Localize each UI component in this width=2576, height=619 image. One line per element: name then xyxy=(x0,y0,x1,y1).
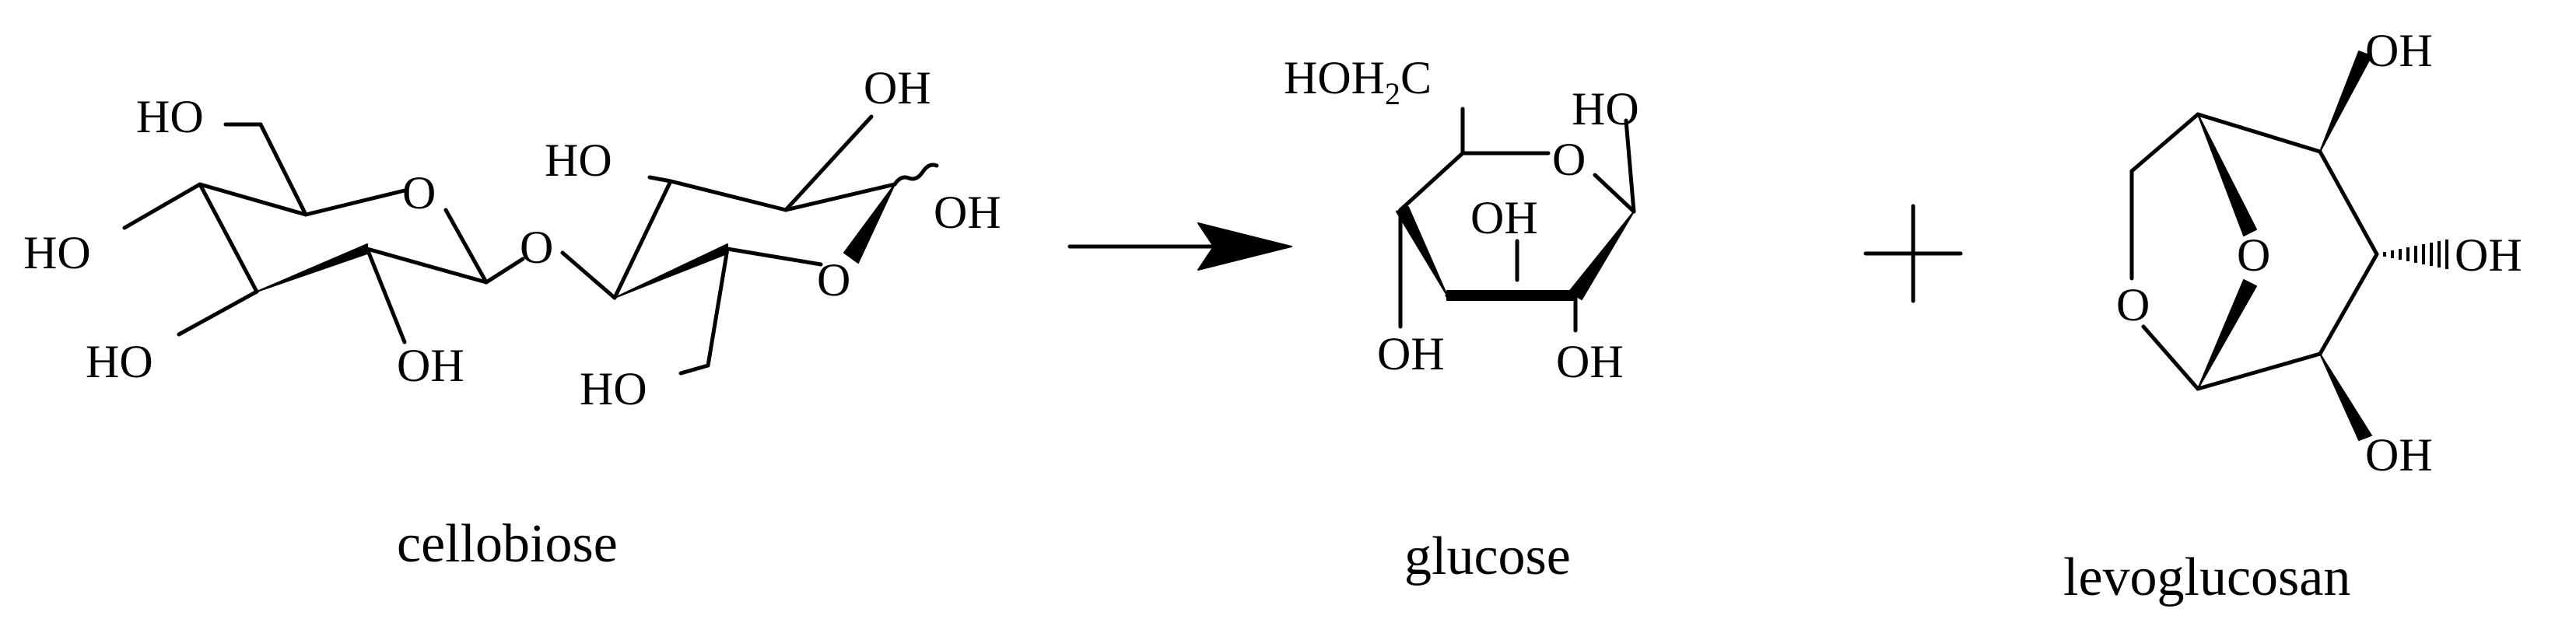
wedge-bond xyxy=(1396,206,1448,296)
atom-label: OH xyxy=(1377,328,1445,379)
glucose-structure: HOH2C O HO OH OH OH glucose xyxy=(1284,52,1639,586)
atom-label: OH xyxy=(864,62,931,114)
atom-label: HO xyxy=(545,135,612,186)
wedge-bond xyxy=(614,243,728,299)
wavy-bond xyxy=(892,163,939,187)
ring-oxygen-label: O xyxy=(1552,134,1586,185)
atom-label: HO xyxy=(580,363,647,414)
bond xyxy=(668,179,788,212)
hashed-bond xyxy=(2383,240,2448,269)
ring-oxygen-label: O xyxy=(817,254,850,306)
bond xyxy=(365,247,489,285)
bond xyxy=(484,257,525,285)
ring-oxygen-label: O xyxy=(2116,279,2150,330)
cellobiose-structure: HO HO HO OH O O HO OH OH O HO cellobiose xyxy=(23,62,1001,574)
bond xyxy=(783,182,897,212)
bridge-oxygen-label: O xyxy=(2237,229,2270,281)
bond xyxy=(612,179,673,300)
bond xyxy=(2196,112,2322,154)
bond xyxy=(198,182,259,294)
reactant-caption: cellobiose xyxy=(397,514,618,574)
atom-label: OH xyxy=(2455,229,2522,281)
bond xyxy=(783,114,874,212)
wedge-bond xyxy=(2319,353,2372,441)
glycosidic-oxygen-label: O xyxy=(520,222,553,273)
atom-label: OH xyxy=(1470,192,1538,243)
ring-oxygen-label: O xyxy=(402,167,436,219)
atom-label: OH xyxy=(1556,336,1624,387)
bond xyxy=(2196,351,2322,391)
bond xyxy=(2129,112,2200,173)
bond xyxy=(2318,149,2379,257)
levoglucosan-structure: OH OH OH O O levoglucosan xyxy=(2063,25,2522,607)
wedge-bond xyxy=(843,184,895,264)
atom-label: HO xyxy=(23,227,91,278)
bond xyxy=(1593,173,1636,214)
wedge-bond xyxy=(256,243,368,292)
atom-label: HO xyxy=(86,336,153,387)
plus-sign xyxy=(1863,204,1963,303)
bond xyxy=(365,247,407,344)
atom-label: HO xyxy=(136,91,204,142)
bond xyxy=(2141,324,2200,391)
atom-label: OH xyxy=(2365,25,2433,76)
hydroxymethyl-label: HOH2C xyxy=(1284,52,1432,111)
atom-label: HO xyxy=(1572,83,1639,135)
bond xyxy=(2318,252,2379,356)
bond xyxy=(678,363,710,376)
bond xyxy=(1624,118,1636,214)
bond xyxy=(443,208,489,285)
bond xyxy=(177,289,259,337)
bond xyxy=(122,182,202,230)
product1-caption: glucose xyxy=(1404,526,1571,586)
wedge-bond xyxy=(1568,211,1635,300)
bond xyxy=(258,122,308,217)
bond xyxy=(706,247,730,368)
product2-caption: levoglucosan xyxy=(2063,547,2350,607)
wedge-bond xyxy=(2197,279,2257,390)
reaction-arrow xyxy=(1067,222,1292,271)
atom-label: OH xyxy=(397,340,464,391)
bond xyxy=(647,175,673,184)
wedge-bond xyxy=(2197,114,2257,236)
wedge-bond xyxy=(2319,51,2372,152)
bond xyxy=(1398,151,1465,212)
bond xyxy=(725,247,823,267)
atom-label: OH xyxy=(2365,429,2433,481)
bond xyxy=(198,182,308,217)
atom-label: OH xyxy=(934,187,1001,238)
bold-bond xyxy=(1446,290,1576,301)
bond xyxy=(303,188,407,217)
bond xyxy=(560,250,617,300)
